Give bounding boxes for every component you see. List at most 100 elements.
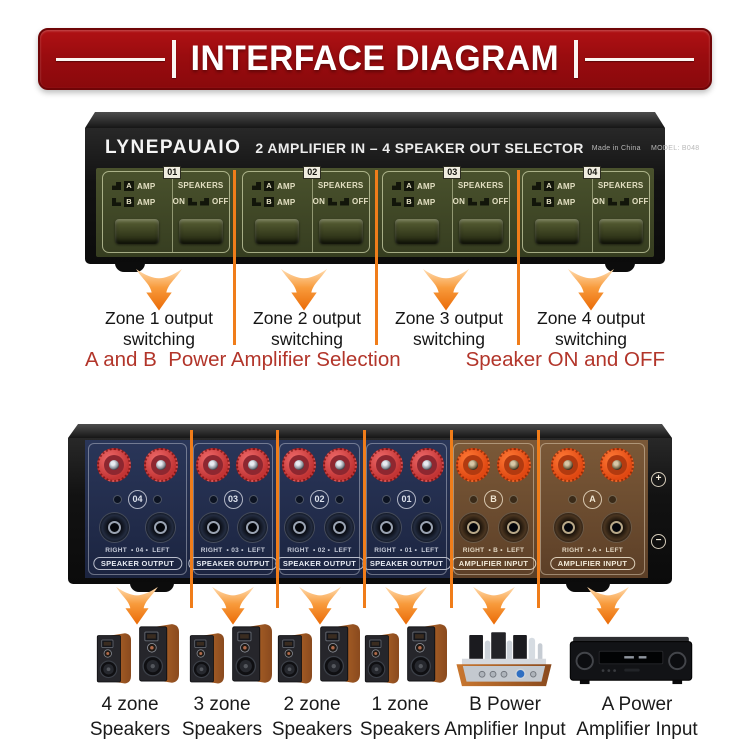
speaker-pair-icon (270, 618, 366, 688)
label-line1: A Power (601, 694, 673, 715)
section-border (540, 443, 645, 575)
label-line2: Speakers (89, 719, 171, 740)
screw-icon (335, 495, 344, 504)
right-label: RIGHT (287, 547, 310, 554)
section-id: 02 (310, 490, 329, 509)
amp-a-letter: A (404, 181, 414, 191)
screw-icon (422, 495, 431, 504)
rear-panel-device: 04 RIGHT• 04 •LEFT SPEAKER OUTPUT 03 RIG… (68, 424, 672, 592)
label-line2: Amplifier Input (444, 719, 566, 740)
phone-jack-icon (323, 512, 355, 543)
phone-jack-icon (458, 512, 490, 543)
left-label: LEFT (334, 547, 352, 554)
amp-a-label: AMP (137, 181, 156, 191)
banner-left-line (56, 57, 166, 61)
phone-jack-icon (497, 512, 529, 543)
section-border (366, 443, 447, 575)
switch-down-icon (328, 197, 338, 206)
plus-polarity-icon: + (651, 472, 666, 487)
section-label: AMPLIFIER INPUT (450, 557, 537, 570)
off-label: OFF (352, 197, 369, 206)
section-id: B (484, 490, 503, 509)
divider-line (276, 430, 279, 608)
switch-down-icon (392, 198, 401, 206)
binding-post-icon (196, 448, 230, 482)
down-arrow-icon (555, 268, 627, 312)
label-line1: 3 zone (193, 694, 251, 715)
on-label: ON (312, 197, 326, 206)
down-arrow-icon (374, 586, 438, 626)
device-foot (115, 262, 145, 272)
zone-inner-divider (312, 172, 314, 252)
down-arrow-icon (410, 268, 482, 312)
amplifier-input-section-b: B RIGHT• B •LEFT AMPLIFIER INPUT (450, 440, 537, 578)
screw-icon (608, 495, 617, 504)
left-label: LEFT (247, 547, 266, 554)
amp-select-rocker-switch (535, 219, 579, 244)
switch-up-icon (340, 197, 350, 206)
section-label: SPEAKER OUTPUT (92, 557, 183, 570)
down-arrow-icon (105, 586, 169, 626)
speaker-onoff-rocker-switch (178, 219, 223, 244)
amp-a-label: AMP (417, 181, 436, 191)
binding-post-icon (143, 448, 178, 482)
right-label: RIGHT (561, 547, 584, 554)
device-foot (605, 262, 635, 272)
speakers-label: SPEAKERS (597, 181, 644, 190)
right-label: RIGHT (374, 547, 397, 554)
right-label: RIGHT (200, 547, 223, 554)
screw-icon (295, 495, 304, 504)
amp-b-letter: B (544, 197, 554, 207)
switch-down-icon (252, 198, 261, 206)
channel-id-label: • 02 • (313, 547, 331, 554)
caption-line1: Zone 1 output (105, 308, 213, 328)
phone-jack-icon (553, 512, 585, 543)
off-label: OFF (212, 197, 229, 206)
section-border (453, 443, 534, 575)
divider-line (375, 170, 378, 345)
title-banner: INTERFACE DIAGRAM (38, 28, 712, 90)
divider-line (363, 430, 366, 608)
switch-down-icon (532, 198, 541, 206)
speaker-output-section-04: 04 RIGHT• 04 •LEFT SPEAKER OUTPUT (85, 440, 190, 578)
divider-line (233, 170, 236, 345)
speaker-output-section-03: 03 RIGHT• 03 •LEFT SPEAKER OUTPUT (188, 440, 278, 578)
zone-inner-divider (172, 172, 174, 252)
label-line2: Speakers (181, 719, 263, 740)
binding-post-icon (456, 448, 491, 482)
amp-select-rocker-switch (395, 219, 439, 244)
amp-select-rocker-switch (255, 219, 299, 244)
on-label: ON (452, 197, 466, 206)
switch-down-icon (468, 197, 478, 206)
caption-line2: switching (555, 329, 627, 349)
speaker-pair-icon (182, 618, 278, 688)
binding-post-icon (282, 448, 317, 482)
down-arrow-icon (288, 586, 352, 626)
screw-icon (248, 495, 258, 504)
speakers-label: SPEAKERS (457, 181, 504, 190)
left-label: LEFT (421, 547, 439, 554)
zone-number-badge: 03 (443, 166, 462, 179)
right-label: RIGHT (105, 547, 128, 554)
caption-line1: Zone 4 output (537, 308, 645, 328)
amp-a-label: AMP (277, 181, 296, 191)
device-foot (130, 582, 174, 592)
speaker-pair-icon (89, 618, 185, 688)
front-header: LYNEPAUAIO 2 AMPLIFIER IN – 4 SPEAKER OU… (105, 136, 699, 160)
speakers-label: SPEAKERS (317, 181, 364, 190)
section-label: SPEAKER OUTPUT (188, 557, 278, 570)
speaker-output-section-01: 01 RIGHT• 01 •LEFT SPEAKER OUTPUT (361, 440, 452, 578)
device-title: 2 AMPLIFIER IN – 4 SPEAKER OUT SELECTOR (255, 140, 584, 156)
screw-icon (469, 495, 478, 504)
switch-up-icon (532, 182, 541, 190)
section-border (279, 443, 360, 575)
